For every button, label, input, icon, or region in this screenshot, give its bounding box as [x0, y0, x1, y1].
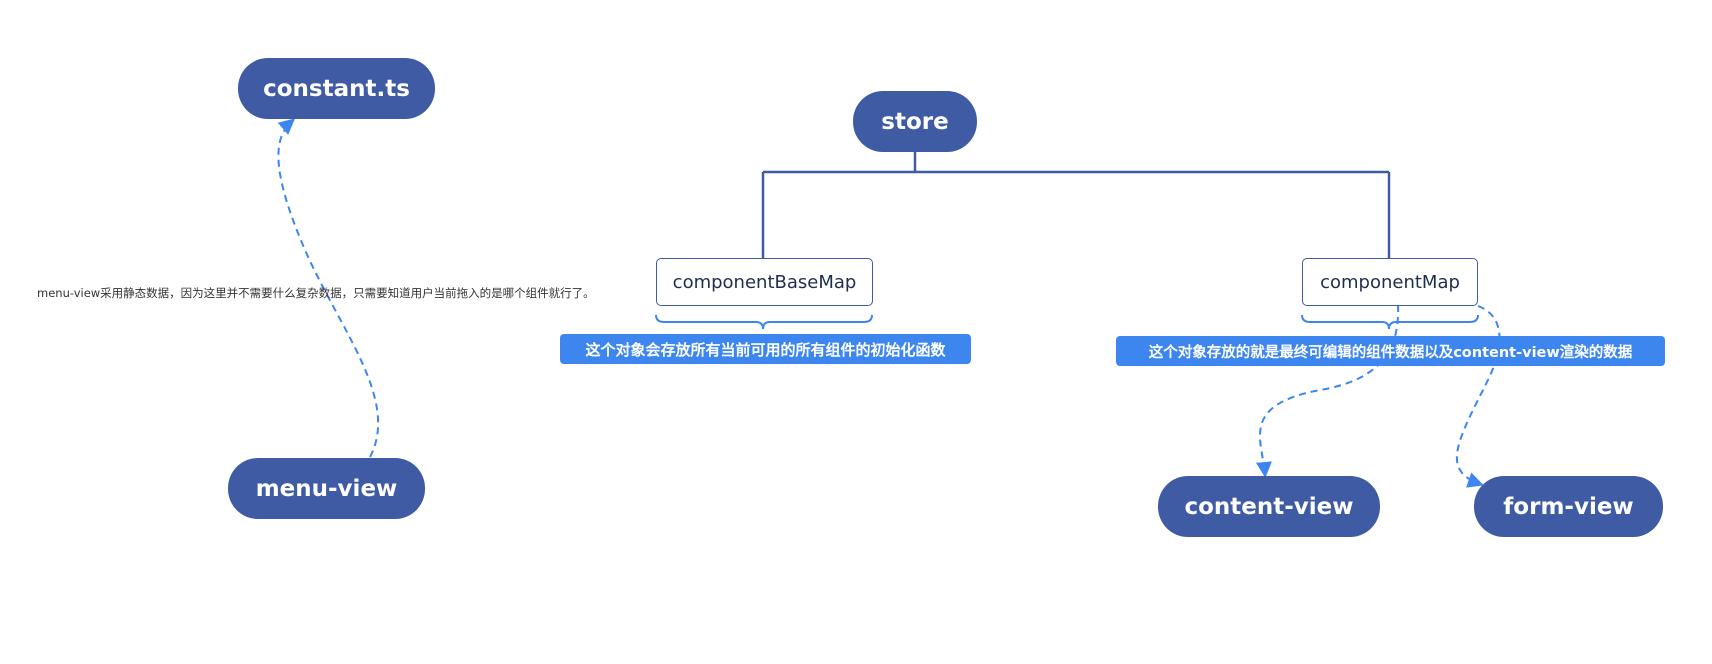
- form-view-node[interactable]: form-view: [1474, 476, 1663, 537]
- content-view-node[interactable]: content-view: [1158, 476, 1380, 537]
- component-base-map-tag: 这个对象会存放所有当前可用的所有组件的初始化函数: [560, 334, 971, 364]
- component-map-box[interactable]: componentMap: [1302, 258, 1478, 306]
- component-base-map-brace: [655, 314, 873, 330]
- component-map-brace: [1301, 314, 1479, 330]
- component-map-label: componentMap: [1320, 271, 1460, 293]
- store-tree-connector: [761, 150, 1391, 258]
- content-view-label: content-view: [1184, 493, 1354, 520]
- menu-view-note: menu-view采用静态数据，因为这里并不需要什么复杂数据，只需要知道用户当前…: [37, 286, 595, 300]
- component-base-map-box[interactable]: componentBaseMap: [656, 258, 873, 306]
- constant-ts-label: constant.ts: [263, 75, 410, 102]
- form-view-label: form-view: [1503, 493, 1634, 520]
- component-map-to-content-view-arrow: [1255, 304, 1400, 478]
- menu-view-node[interactable]: menu-view: [228, 458, 425, 519]
- component-base-map-tag-text: 这个对象会存放所有当前可用的所有组件的初始化函数: [585, 340, 946, 359]
- menu-view-to-constant-arrow: [277, 118, 380, 458]
- store-label: store: [881, 108, 949, 135]
- constant-ts-node[interactable]: constant.ts: [238, 58, 435, 119]
- component-map-to-form-view-arrow: [1455, 305, 1501, 488]
- component-map-tag: 这个对象存放的就是最终可编辑的组件数据以及content-view渲染的数据: [1116, 336, 1665, 366]
- menu-view-label: menu-view: [255, 475, 398, 502]
- store-node[interactable]: store: [853, 91, 977, 152]
- component-base-map-label: componentBaseMap: [672, 271, 857, 293]
- component-map-tag-text: 这个对象存放的就是最终可编辑的组件数据以及content-view渲染的数据: [1148, 344, 1633, 361]
